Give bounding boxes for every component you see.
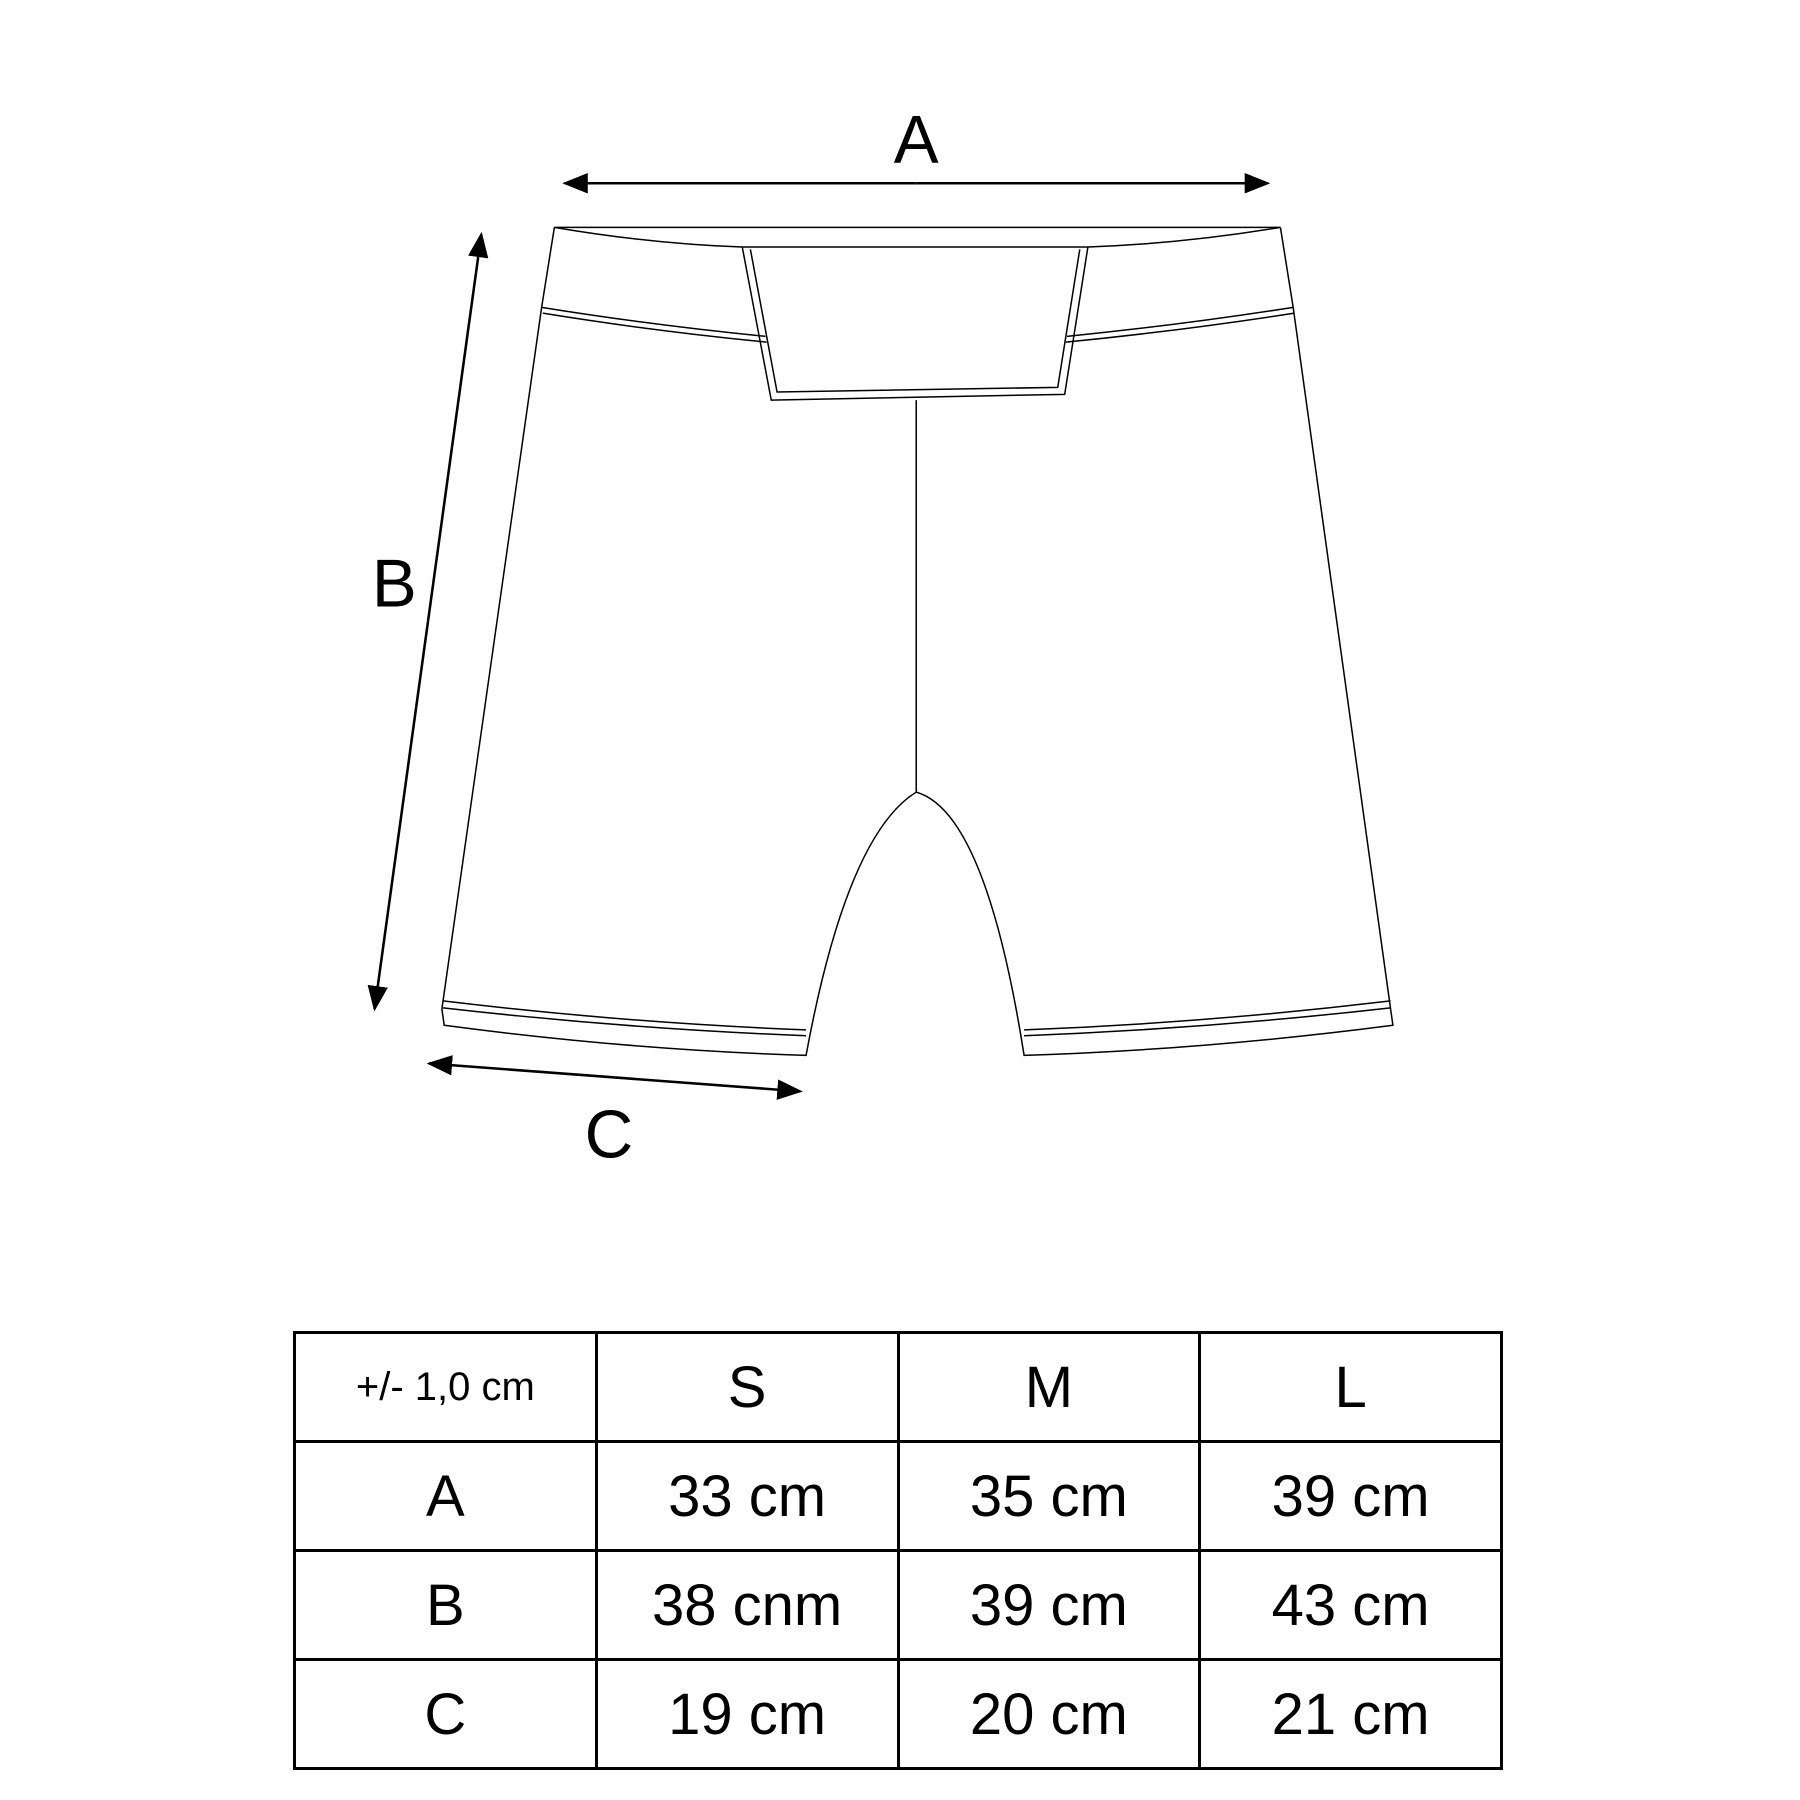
tolerance-cell: +/- 1,0 cm — [293, 1331, 598, 1443]
size-header: L — [1198, 1331, 1503, 1443]
measure-label: B — [293, 1549, 598, 1661]
arrow-c — [614, 1076, 803, 1100]
table-cell: 35 cm — [896, 1440, 1202, 1552]
size-header: M — [896, 1331, 1202, 1443]
table-cell: 39 cm — [1198, 1440, 1503, 1552]
table-cell: 43 cm — [1198, 1549, 1503, 1661]
table-row: C 19 cm 20 cm 21 cm — [293, 1658, 1503, 1770]
label-c: C — [585, 1097, 634, 1172]
size-chart-table: +/- 1,0 cm S M L A 33 cm 35 cm 39 cm B 3… — [293, 1331, 1503, 1770]
table-cell: 21 cm — [1198, 1658, 1503, 1770]
arrow-b — [426, 231, 489, 622]
table-cell: 20 cm — [896, 1658, 1202, 1770]
measure-label: C — [293, 1658, 598, 1770]
size-header: S — [594, 1331, 900, 1443]
label-b: B — [372, 547, 417, 622]
table-cell: 39 cm — [896, 1549, 1202, 1661]
table-cell: 19 cm — [594, 1658, 900, 1770]
table-cell: 38 cnm — [594, 1549, 900, 1661]
table-row: B 38 cnm 39 cm 43 cm — [293, 1549, 1503, 1661]
shorts-outline — [441, 226, 1394, 1057]
table-row: A 33 cm 35 cm 39 cm — [293, 1440, 1503, 1552]
table-cell: 33 cm — [594, 1440, 900, 1552]
table-header-row: +/- 1,0 cm S M L — [293, 1331, 1503, 1443]
measure-label: A — [293, 1440, 598, 1552]
label-a: A — [894, 102, 939, 177]
dimension-arrows — [367, 173, 1271, 1100]
